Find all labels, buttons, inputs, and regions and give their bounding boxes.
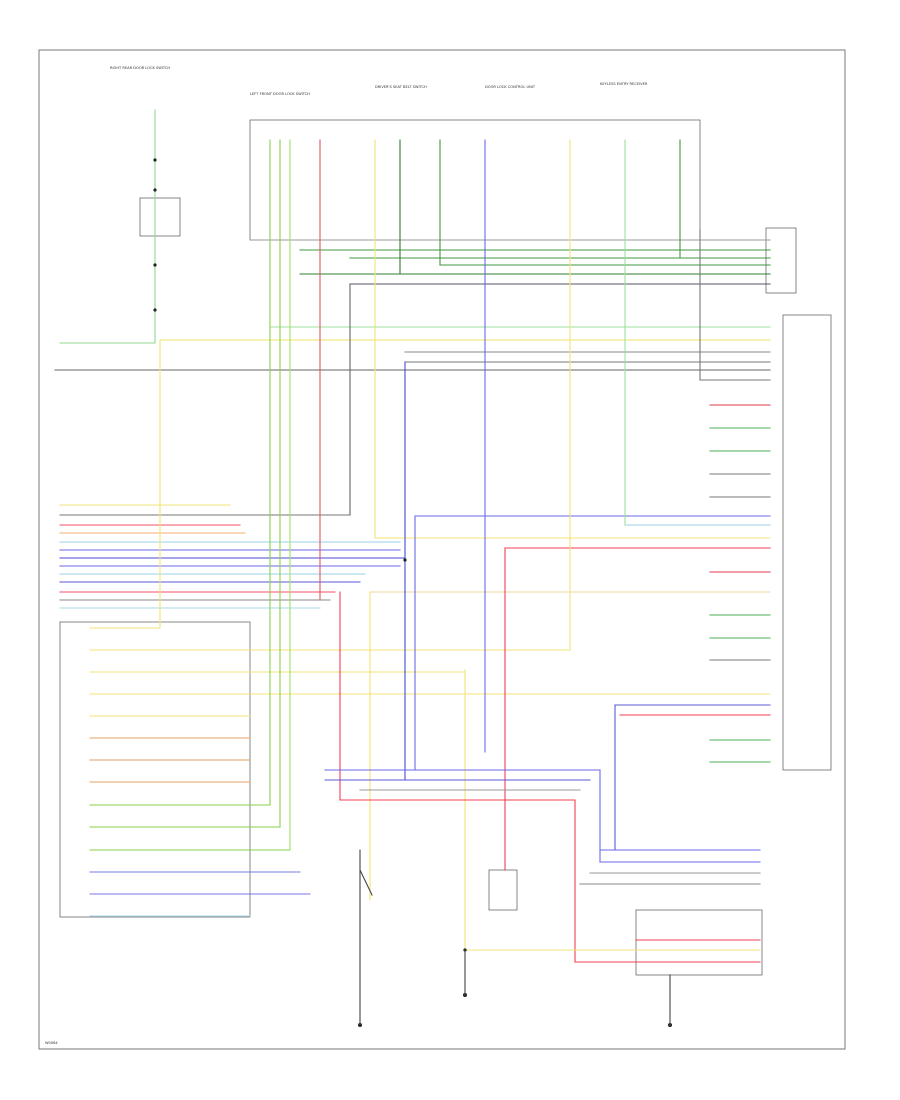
top-component-labels: RIGHT REAR DOOR LOCK SWITCH LEFT FRONT D… — [110, 66, 648, 96]
upper-connector-box — [249, 119, 701, 241]
left-harness-box — [59, 621, 251, 918]
top-label-1: RIGHT REAR DOOR LOCK SWITCH — [110, 66, 170, 70]
junction-dot-4 — [153, 308, 157, 312]
right-lower-connector-box — [635, 909, 763, 976]
left-switch-box — [139, 197, 181, 237]
junction-dot-3 — [153, 263, 157, 267]
key-switch-blade — [359, 869, 373, 896]
junction-dot-2 — [153, 188, 157, 192]
top-label-5: KEYLESS ENTRY RECEIVER — [600, 82, 648, 86]
vertical-wires — [154, 109, 701, 963]
right-connector-box — [765, 227, 797, 294]
junction-dot-5 — [403, 558, 407, 562]
top-label-4: DOOR LOCK CONTROL UNIT — [485, 85, 536, 89]
bus-wires — [54, 239, 771, 763]
junction-dot-1 — [153, 158, 157, 162]
top-label-2: LEFT FRONT DOOR LOCK SWITCH — [250, 92, 310, 96]
lower-wires — [324, 769, 761, 963]
relay-box — [488, 869, 518, 911]
symbols — [153, 158, 672, 1027]
diagram-frame — [38, 49, 846, 1050]
footer-code: W0084 — [45, 1041, 58, 1045]
left-harness-wires — [59, 504, 611, 917]
top-label-3: DRIVER'S SEAT BELT SWITCH — [375, 85, 427, 89]
right-panel-box — [782, 314, 832, 771]
